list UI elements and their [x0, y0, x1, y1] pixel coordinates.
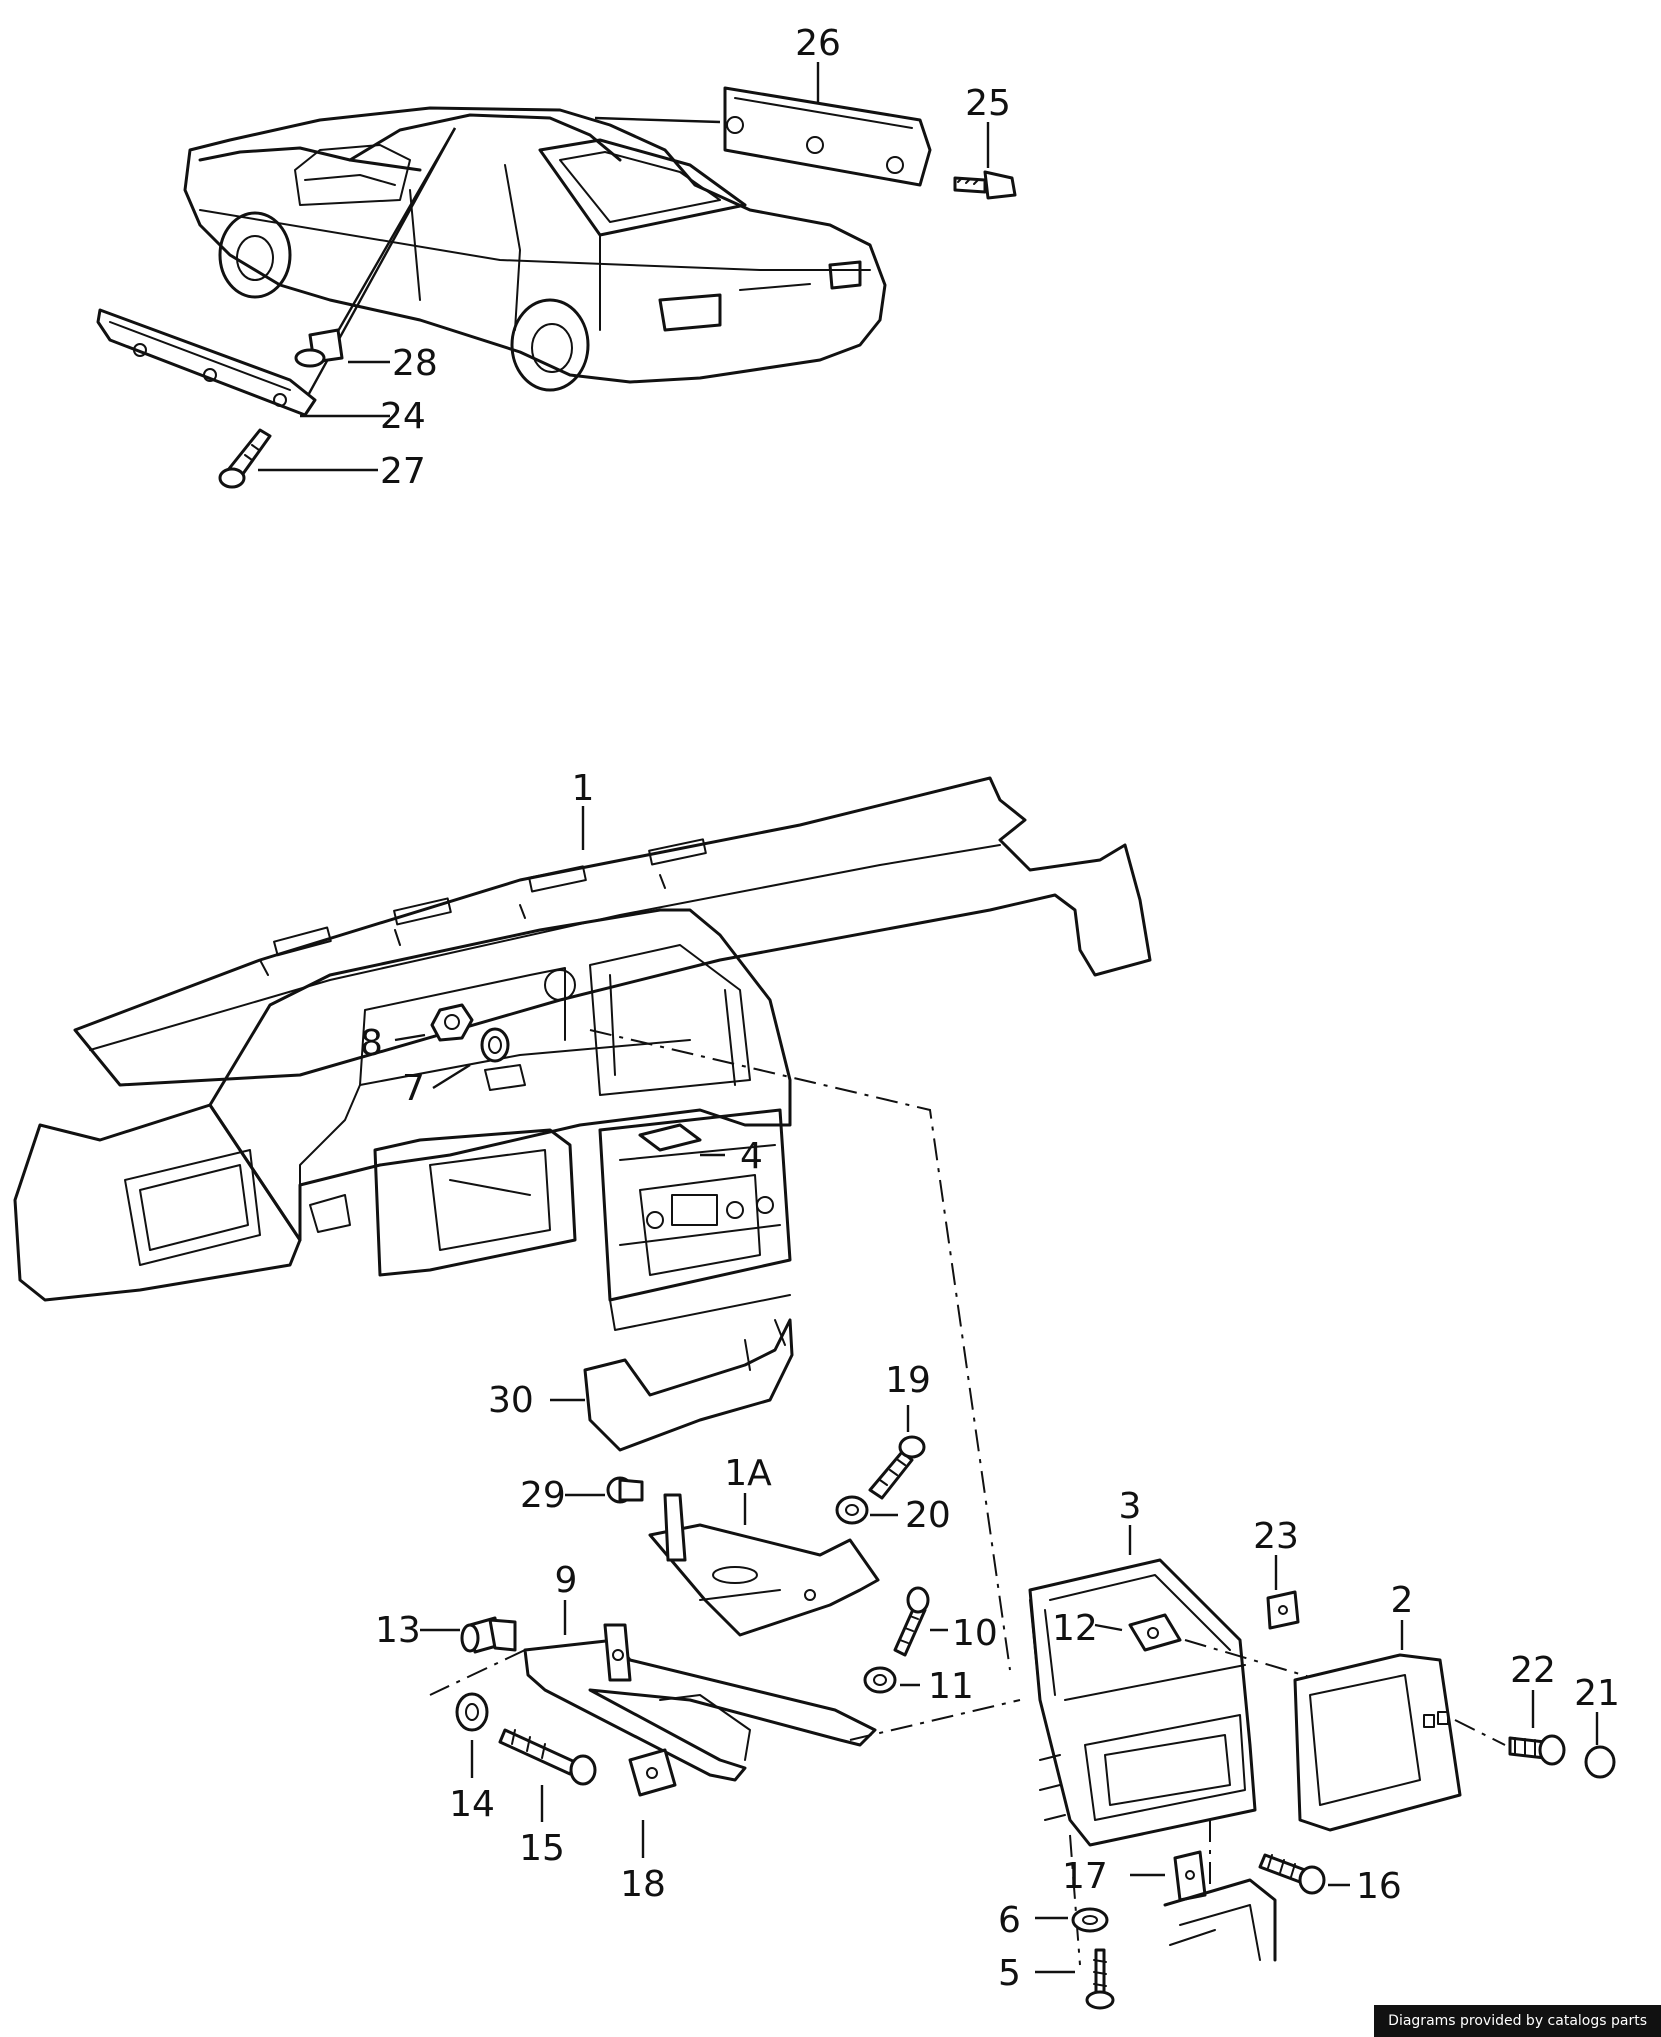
credit-banner: Diagrams provided by catalogs parts	[1374, 2005, 1661, 2037]
part-20-washer	[835, 1495, 898, 1525]
part-10-screw	[893, 1586, 948, 1657]
part-14-washer	[455, 1692, 489, 1778]
part-11-washer	[863, 1666, 920, 1694]
part-24-trim-left	[96, 308, 390, 418]
callout-3: 3	[1119, 1486, 1142, 1527]
callout-22: 22	[1510, 1650, 1556, 1691]
callout-2: 2	[1391, 1580, 1414, 1621]
part-21-cap	[1584, 1712, 1616, 1779]
callout-14: 14	[449, 1784, 495, 1825]
part-15-screw	[498, 1728, 597, 1822]
part-5-screw	[1035, 1948, 1115, 2010]
callout-5: 5	[998, 1953, 1021, 1994]
callout-20: 20	[905, 1495, 951, 1536]
dashboard-drawing	[13, 776, 1152, 1671]
part-16-screw	[1258, 1853, 1350, 1895]
callout-10: 10	[952, 1613, 998, 1654]
callout-11: 11	[928, 1666, 974, 1707]
callout-1a: 1A	[724, 1453, 772, 1494]
callout-6: 6	[998, 1900, 1021, 1941]
callout-24: 24	[380, 396, 426, 437]
part-18-clip	[628, 1748, 677, 1858]
callout-15: 15	[519, 1828, 565, 1869]
callout-18: 18	[620, 1864, 666, 1905]
callout-labels: 26 25 28 24 27 1 8 7 4 30 19 29 1A 20 3 …	[360, 23, 1620, 1994]
part-22-screw	[1454, 1690, 1566, 1766]
callout-12: 12	[1052, 1608, 1098, 1649]
callout-26: 26	[795, 23, 841, 64]
console-fragment	[1163, 1878, 1277, 1962]
part-6-washer	[1035, 1907, 1109, 1933]
callout-21: 21	[1574, 1673, 1620, 1714]
callout-17: 17	[1062, 1856, 1108, 1897]
callout-13: 13	[375, 1610, 421, 1651]
callout-4: 4	[740, 1136, 763, 1177]
callout-1: 1	[572, 768, 595, 809]
callout-28: 28	[392, 343, 438, 384]
car-overview-drawing	[183, 106, 887, 411]
part-19-screw	[868, 1405, 926, 1500]
part-28-clip	[294, 328, 390, 368]
callout-27: 27	[380, 451, 426, 492]
callout-25: 25	[965, 83, 1011, 124]
part-23-clip	[1266, 1555, 1300, 1630]
part-3-housing	[1028, 1525, 1257, 1966]
part-27-screw	[218, 428, 378, 489]
part-1a-bracket	[648, 1493, 880, 1637]
part-12-clip	[1094, 1613, 1321, 1681]
callout-9: 9	[555, 1560, 578, 1601]
callout-16: 16	[1356, 1866, 1402, 1907]
callout-30: 30	[488, 1380, 534, 1421]
part-26-trim-right	[723, 62, 932, 187]
part-2-faceplate	[1293, 1620, 1462, 1832]
part-30-bracket	[550, 1318, 794, 1452]
callout-23: 23	[1253, 1516, 1299, 1557]
part-17-bracket	[1130, 1850, 1207, 1902]
callout-8: 8	[360, 1023, 383, 1064]
part-9-bracket	[429, 1600, 1021, 1782]
part-29-clip	[565, 1476, 644, 1504]
part-25-screw	[953, 122, 1017, 200]
callout-29: 29	[520, 1475, 566, 1516]
callout-19: 19	[885, 1360, 931, 1401]
part-13-clip	[420, 1616, 517, 1654]
callout-7: 7	[402, 1068, 425, 1109]
